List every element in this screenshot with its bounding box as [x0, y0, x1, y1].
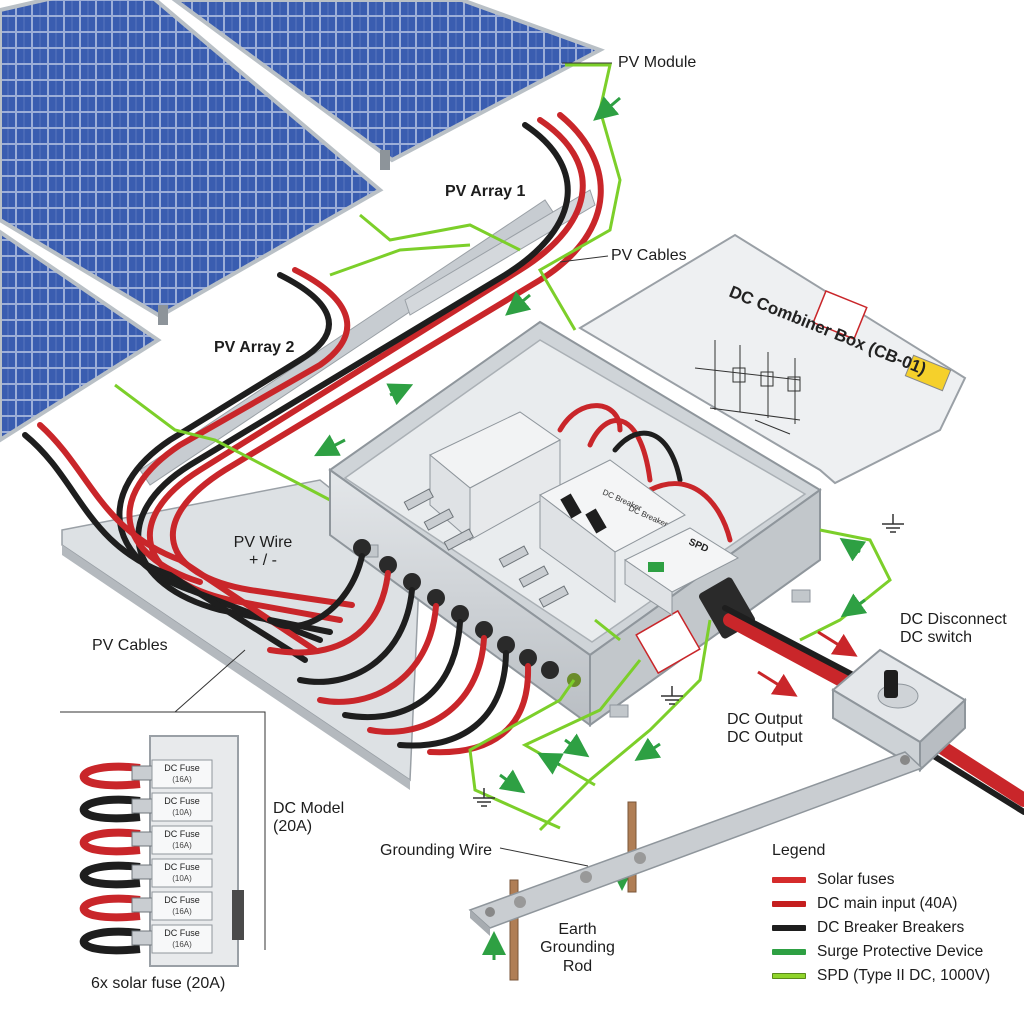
legend-items: Solar fuses DC main input (40A) DC Breaker… [772, 868, 1012, 988]
label-dc-disconnect-name: DC Disconnect [900, 611, 1007, 628]
fuse-holder-name: DC Fuse [164, 763, 200, 773]
box-warning-label [635, 609, 701, 675]
dc-disconnect-switch [831, 648, 967, 773]
fuse-holder-name: DC Fuse [164, 796, 200, 806]
label-pv-cables-left: PV Cables [92, 637, 168, 654]
label-pv-wire-polarity: + / - [248, 552, 277, 570]
legend-swatch [772, 973, 806, 979]
label-dc-switch: DC switch [900, 629, 973, 647]
lid-warning-sticker [812, 290, 868, 340]
label-solar-fuse-caption: 6x solar fuse (20A) [91, 975, 226, 992]
fuse-holder-name: DC Fuse [164, 895, 200, 905]
label-earth-2: Grounding [540, 939, 615, 957]
pv-cable-bundle [22, 112, 604, 663]
legend-label: SPD (Type II DC, 1000V) [817, 967, 991, 984]
fuse-holder-rating: (16A) [172, 841, 192, 850]
internal-fuse-holders [403, 411, 569, 608]
label-pv-wire: PV Wire + / - [228, 534, 298, 571]
pv-panel-top [171, 0, 605, 163]
label-pv-array-2: PV Array 2 [214, 339, 295, 356]
ground-symbol-icon [661, 686, 683, 705]
fuse-holder-inset: DC Fuse(16A)DC Fuse(10A)DC Fuse(16A)DC F… [79, 735, 244, 967]
surge-protective-device: SPD [624, 527, 740, 616]
earth-ground-bar [468, 751, 924, 981]
label-dc-output: DC Output DC Output [727, 711, 803, 748]
legend-swatch [772, 925, 806, 931]
fuse-holder-rating: (10A) [172, 874, 192, 883]
gland-cables [267, 553, 532, 756]
legend-item: Surge Protective Device [772, 940, 1012, 964]
fuse-holder-rating: (16A) [172, 907, 192, 916]
pv-panel-middle [0, 0, 384, 319]
pv-panel-left [0, 229, 162, 443]
legend-item: SPD (Type II DC, 1000V) [772, 964, 1012, 988]
ground-symbol-icon [473, 788, 495, 807]
fuse-holder: DC Fuse (16A) [79, 924, 213, 955]
legend-label: DC main input (40A) [817, 895, 958, 912]
legend-item: DC Breaker Breakers [772, 916, 1012, 940]
pv-panels [0, 0, 605, 443]
fuse-holder-rating: (10A) [172, 808, 192, 817]
legend-label: Solar fuses [817, 871, 895, 888]
label-earth-rod: Earth Grounding Rod [530, 921, 625, 976]
legend-item: DC main input (40A) [772, 892, 1012, 916]
fuse-holder-name: DC Fuse [164, 862, 200, 872]
label-pv-wire-name: PV Wire [233, 534, 293, 551]
lid-wiring-schematic [694, 340, 801, 435]
ground-wires-top [114, 63, 622, 502]
legend-swatch [772, 877, 806, 883]
label-dc-model-rating: (20A) [273, 818, 313, 836]
fuse-holder-rating: (16A) [172, 940, 192, 949]
legend-label: Surge Protective Device [817, 943, 984, 960]
label-dc-output-2: DC Output [727, 729, 803, 747]
leader-lines [60, 62, 612, 950]
ground-symbols [473, 514, 904, 807]
dc-breakers: DC Breaker DC Breaker [539, 459, 686, 603]
label-pv-array-1: PV Array 1 [445, 183, 526, 200]
fuse-holder: DC Fuse (10A) [79, 858, 213, 889]
fuse-holder: DC Fuse (16A) [79, 825, 213, 856]
label-dc-model-name: DC Model [273, 800, 345, 817]
label-pv-module: PV Module [618, 54, 697, 71]
output-arrows [757, 630, 858, 697]
fuse-holder-name: DC Fuse [164, 928, 200, 938]
fuse-holder: DC Fuse (10A) [79, 792, 213, 823]
label-earth-3: Rod [562, 957, 593, 975]
label-dc-disconnect: DC Disconnect DC switch [900, 611, 1007, 648]
label-pv-cables-top: PV Cables [611, 247, 687, 264]
label-dc-model: DC Model (20A) [273, 800, 344, 837]
legend: Legend Solar fuses DC main input (40A) DC … [772, 842, 1012, 988]
legend-swatch [772, 901, 806, 907]
legend-label: DC Breaker Breakers [817, 919, 965, 936]
legend-title: Legend [772, 842, 826, 859]
fuse-holder: DC Fuse (16A) [79, 891, 213, 922]
label-dc-output-1: DC Output [727, 711, 803, 728]
label-grounding-wire: Grounding Wire [380, 842, 493, 859]
fuse-holder-name: DC Fuse [164, 829, 200, 839]
fuse-holder-rating: (16A) [172, 775, 192, 784]
combiner-box: DC Breaker DC Breaker SPD [328, 320, 822, 727]
legend-item: Solar fuses [772, 868, 1012, 892]
fuse-holder: DC Fuse (16A) [79, 759, 213, 790]
dc-output-cables [699, 577, 1024, 815]
label-earth-1: Earth [558, 921, 597, 938]
legend-swatch [772, 949, 806, 955]
disconnect-handle [884, 670, 898, 698]
ground-symbol-icon [882, 514, 904, 533]
